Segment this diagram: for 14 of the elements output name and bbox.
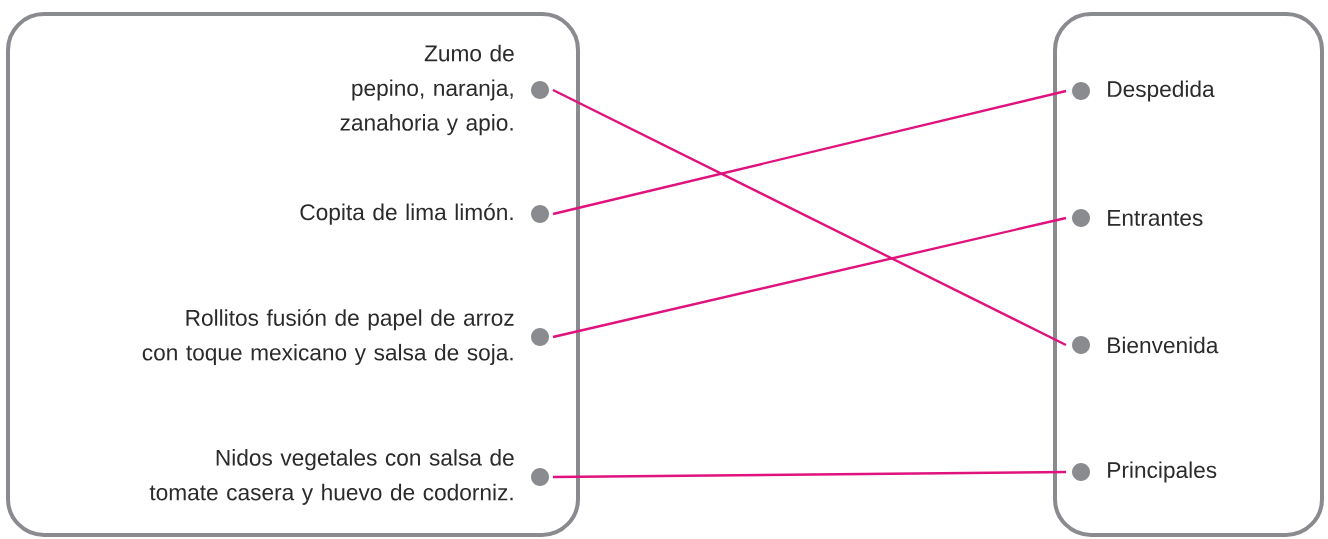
item-text: Bienvenida: [1108, 336, 1219, 354]
item-text: Zumo de pepino, naranja, zanahoria y apio.: [340, 44, 514, 136]
item-text: Copita de lima limón.: [300, 203, 513, 225]
panel-box: [1053, 12, 1324, 537]
item-text: Principales: [1108, 461, 1217, 483]
connector-line: [552, 89, 1067, 216]
item-text: Despedida: [1108, 80, 1215, 102]
panel-box: [6, 12, 580, 537]
connector-line: [553, 470, 1066, 479]
connector-line: [552, 216, 1067, 339]
item-text: Nidos vegetales con salsa de tomate casera y huevo de codorniz.: [149, 449, 514, 505]
item-text: Entrantes: [1108, 210, 1203, 226]
item-text: Rollitos fusión de papel de arroz con toque mexicano y salsa de soja.: [142, 308, 514, 366]
connector-line: [552, 88, 1067, 347]
